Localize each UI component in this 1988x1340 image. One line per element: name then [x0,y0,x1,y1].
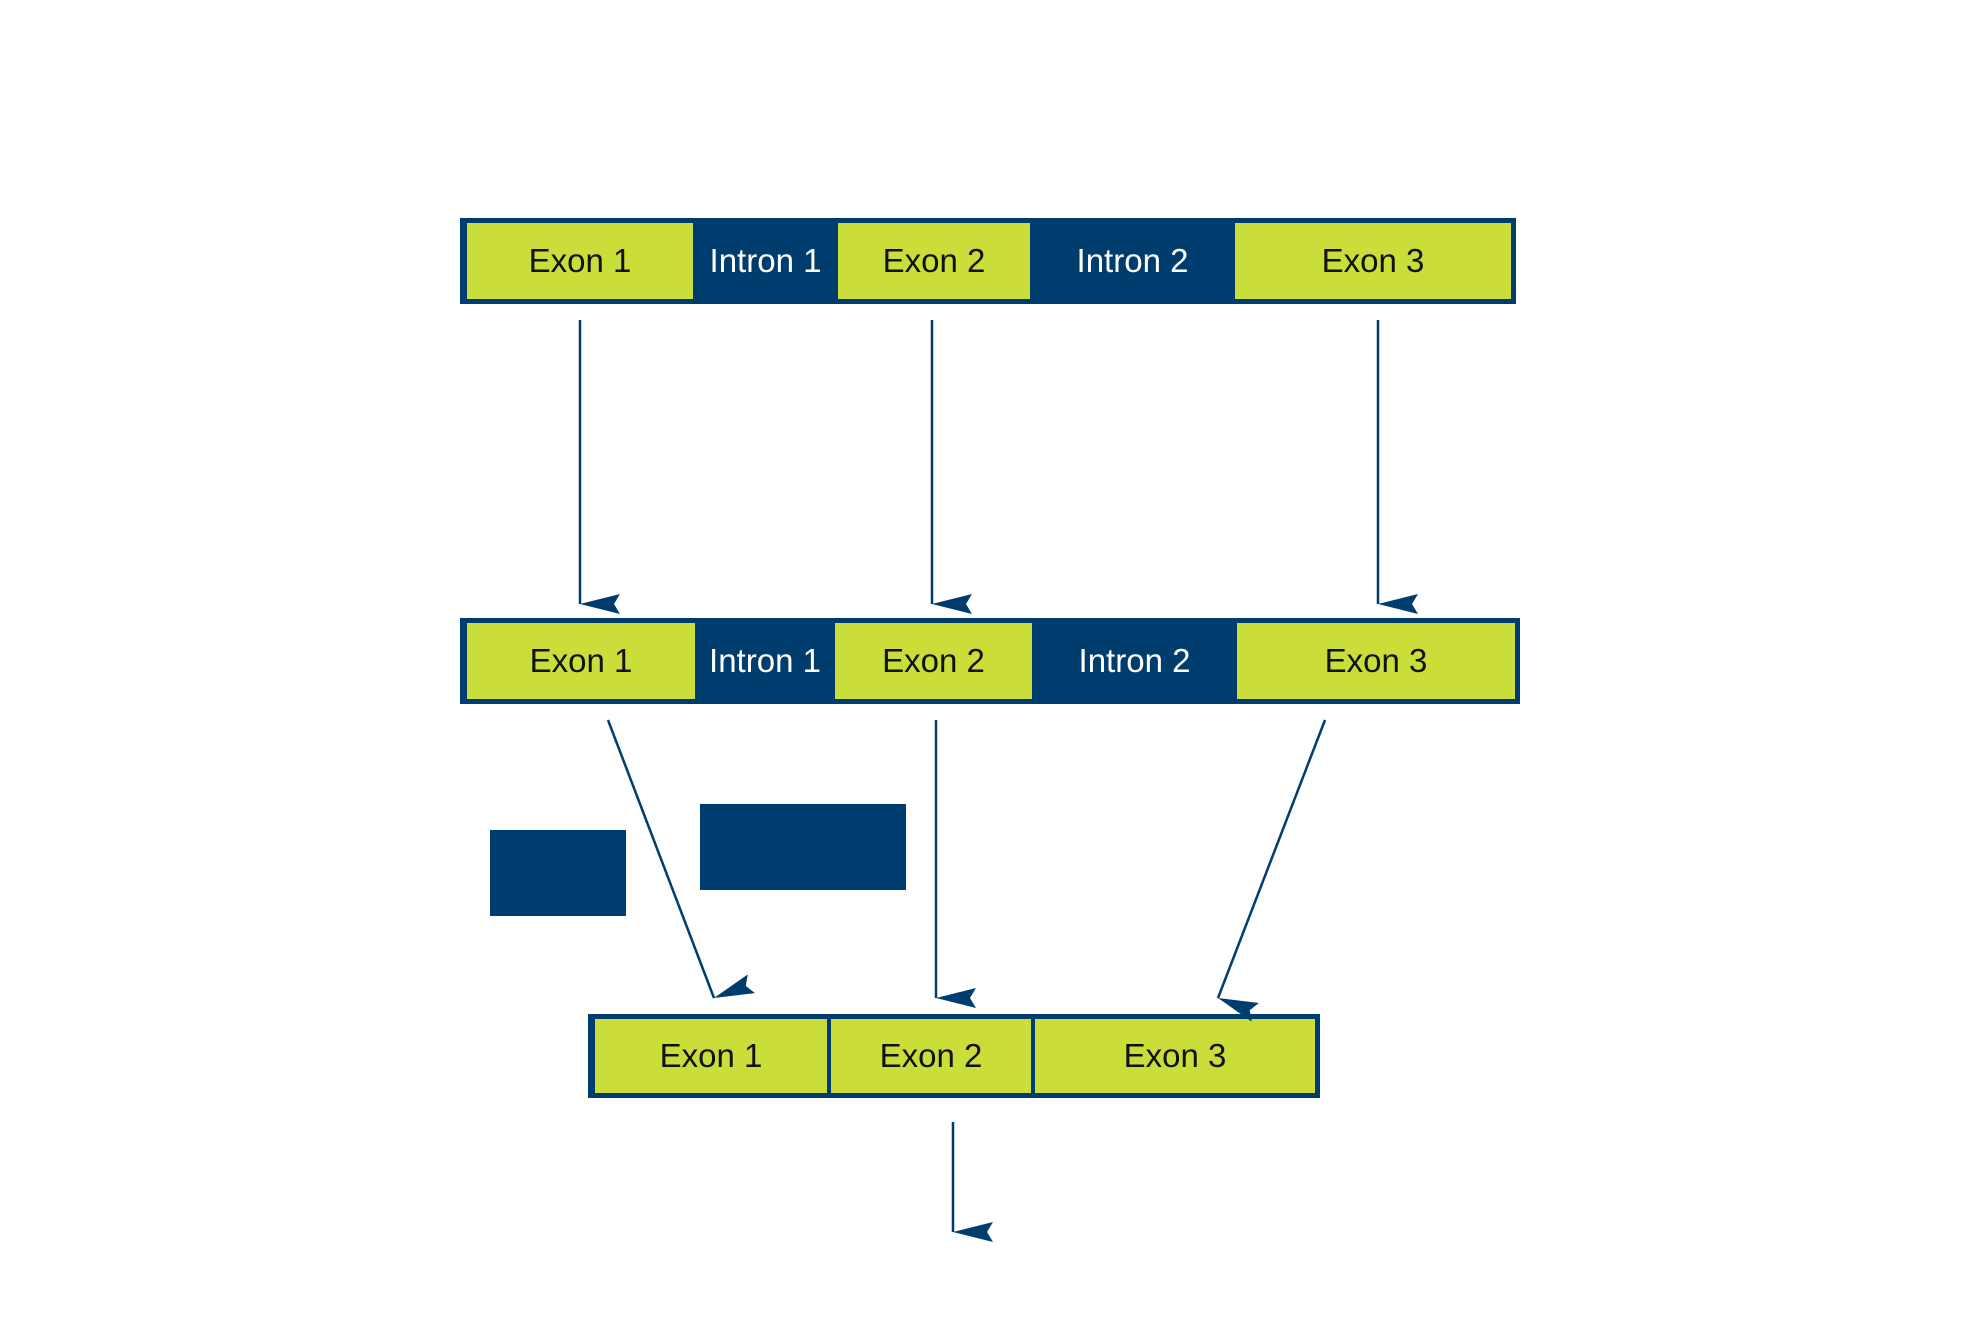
gene-intron-1-label: Intron 1 [709,242,822,279]
mature-mrna-exon-3: Exon 3 [1035,1019,1315,1093]
mature-mrna-exon-2-label: Exon 2 [879,1037,983,1074]
gene-exon-2-label: Exon 2 [882,242,986,279]
pre-mrna-exon-2-label: Exon 2 [882,642,985,679]
pre-mrna-intron-2-label: Intron 2 [1078,642,1191,679]
pre-mrna-strip: Exon 1 Intron 1 Exon 2 Intron 2 Exon 3 [460,618,1520,704]
mature-mrna-exon-1: Exon 1 [595,1019,827,1093]
mature-mrna-exon-3-label: Exon 3 [1123,1037,1227,1074]
pre-mrna-exon-3-label: Exon 3 [1324,642,1428,679]
gene-exon-1: Exon 1 [467,223,693,299]
gene-exon-1-label: Exon 1 [528,242,632,279]
excised-intron-2 [700,804,906,890]
gene-intron-2-label: Intron 2 [1076,242,1189,279]
gene-exon-3-label: Exon 3 [1321,242,1425,279]
gene-intron-1: Intron 1 [693,223,838,299]
pre-mrna-exon-2: Exon 2 [835,623,1032,699]
arrow-exon-1-splicing [606,719,755,999]
pre-mrna-intron-2: Intron 2 [1032,623,1237,699]
mature-mrna-exon-2: Exon 2 [831,1019,1031,1093]
gene-strip: Exon 1 Intron 1 Exon 2 Intron 2 Exon 3 [460,218,1516,304]
pre-mrna-intron-1: Intron 1 [695,623,835,699]
excised-intron-1 [490,830,626,916]
pre-mrna-exon-3: Exon 3 [1237,623,1515,699]
mature-mrna-strip: Exon 1 Exon 2 Exon 3 [588,1014,1320,1098]
pre-mrna-exon-1: Exon 1 [467,623,695,699]
gene-exon-3: Exon 3 [1235,223,1511,299]
pre-mrna-exon-1-label: Exon 1 [529,642,633,679]
gene-intron-2: Intron 2 [1030,223,1235,299]
mature-mrna-exon-1-label: Exon 1 [659,1037,763,1074]
arrow-exon-3-splicing [1216,719,1327,1022]
pre-mrna-intron-1-label: Intron 1 [709,642,821,679]
gene-exon-2: Exon 2 [838,223,1030,299]
